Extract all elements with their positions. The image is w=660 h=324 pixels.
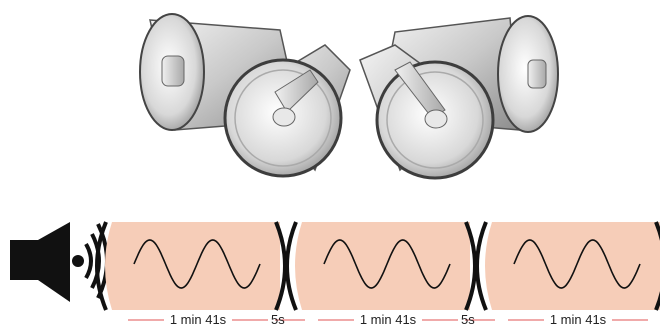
segment-left-bracket	[287, 222, 296, 310]
segment-left-bracket	[477, 222, 486, 310]
speaker-box	[10, 240, 38, 280]
segment-fill	[295, 222, 470, 310]
timeline: 1 min 41s 1 min 41s 1 min 41s 5s 5s	[97, 222, 660, 324]
audio-segment	[97, 222, 285, 310]
segment-duration-label: 1 min 41s	[170, 312, 227, 324]
gap-duration-label: 5s	[271, 312, 285, 324]
segment-duration-label: 1 min 41s	[360, 312, 417, 324]
gap-duration-label: 5s	[461, 312, 475, 324]
speaker-dot	[72, 255, 84, 267]
audio-segment	[477, 222, 660, 310]
sound-wave-1	[86, 244, 91, 278]
segment-fill	[105, 222, 280, 310]
segment-duration-label: 1 min 41s	[550, 312, 607, 324]
segment-fill	[485, 222, 660, 310]
speaker-sound-waves-icon	[10, 222, 107, 302]
speaker-cone	[38, 222, 70, 302]
megaphone-horns-icon	[140, 14, 558, 178]
audio-segment	[287, 222, 475, 310]
